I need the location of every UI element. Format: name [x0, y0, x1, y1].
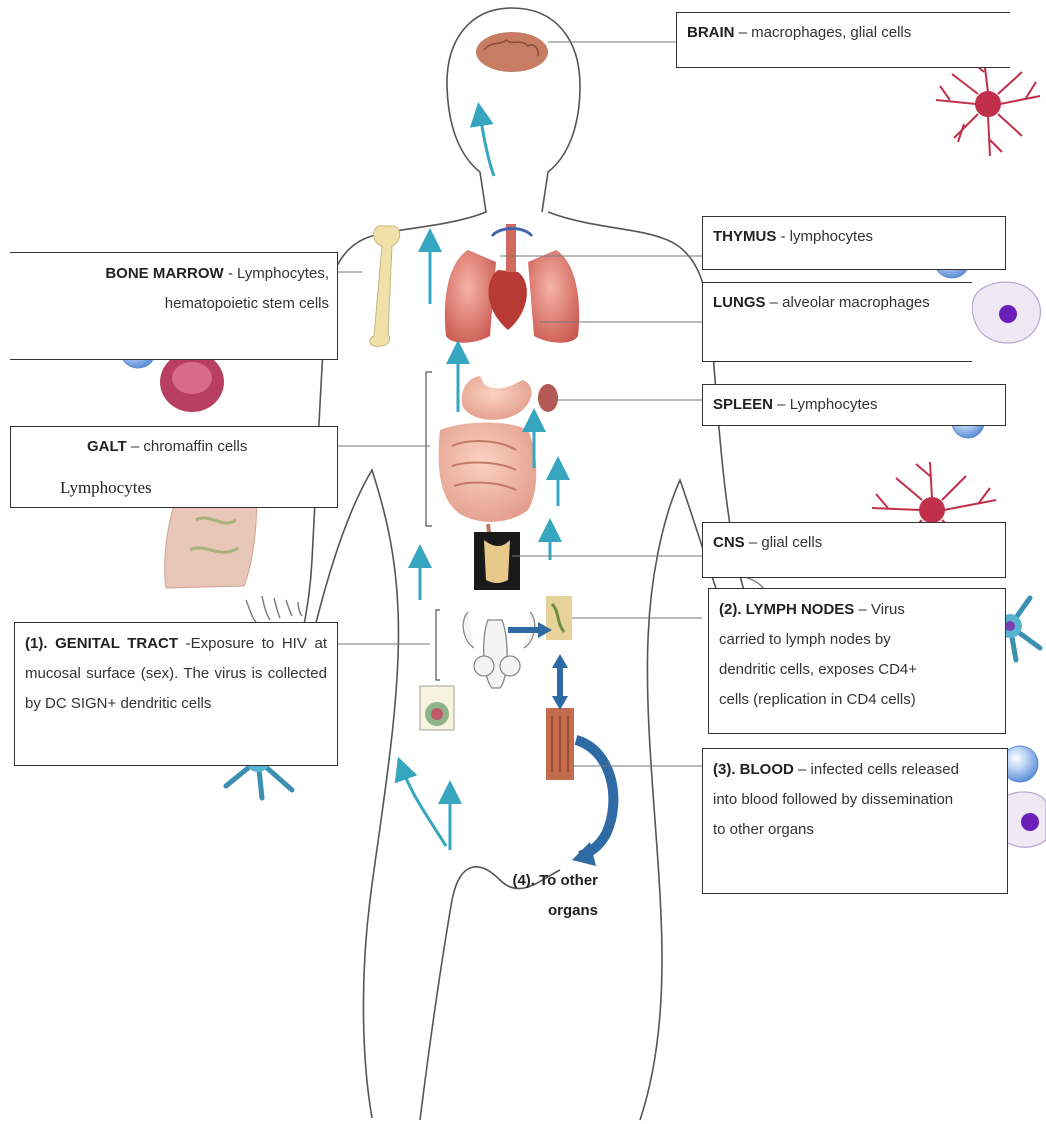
glial-cell-icon — [936, 60, 1040, 156]
intestines-organ — [439, 423, 537, 522]
thymus-text: - lymphocytes — [776, 228, 873, 245]
cns-text: – glial cells — [745, 534, 823, 551]
cns-title: CNS — [713, 534, 745, 551]
brain-label: BRAIN – macrophages, glial cells — [676, 12, 1010, 68]
lungs-title: LUNGS — [713, 294, 766, 311]
lungs-label: LUNGS – alveolar macrophages — [702, 282, 972, 362]
brain-title: BRAIN — [687, 24, 735, 41]
other-organs-label: (4). To other organs — [482, 866, 598, 926]
spleen-organ — [538, 384, 558, 412]
stem-cell-icon — [160, 352, 224, 412]
lymph-nodes-title: (2). LYMPH NODES — [719, 601, 854, 618]
thymus-label: THYMUS - lymphocytes — [702, 216, 1006, 270]
galt-lymphocytes-text: Lymphocytes — [60, 478, 152, 498]
blood-title: (3). BLOOD — [713, 761, 794, 778]
stomach-organ — [462, 376, 532, 420]
genital-tract-label: (1). GENITAL TRACT -Exposure to HIV at m… — [14, 622, 338, 766]
spleen-label: SPLEEN – Lymphocytes — [702, 384, 1006, 426]
blood-label: (3). BLOOD – infected cells released int… — [702, 748, 1008, 894]
spleen-title: SPLEEN — [713, 396, 773, 413]
bone-marrow-label: BONE MARROW - Lymphocytes, hematopoietic… — [10, 252, 338, 360]
lungs-text: – alveolar macrophages — [766, 294, 930, 311]
brain-organ — [476, 32, 548, 72]
lungs-organ — [445, 250, 496, 343]
left-hand — [246, 596, 302, 622]
genital-tract-title: (1). GENITAL TRACT — [25, 635, 178, 652]
lymph-nodes-label: (2). LYMPH NODES – Virus carried to lymp… — [708, 588, 1006, 734]
spleen-text: – Lymphocytes — [773, 396, 878, 413]
brain-text: – macrophages, glial cells — [735, 24, 912, 41]
galt-text: – chromaffin cells — [127, 438, 248, 455]
bone-marrow-title: BONE MARROW — [105, 265, 223, 282]
bone-image — [370, 226, 400, 346]
thymus-title: THYMUS — [713, 228, 776, 245]
macrophage-icon — [972, 282, 1040, 343]
genital-tract-organ — [463, 612, 535, 688]
cns-label: CNS – glial cells — [702, 522, 1006, 578]
heart-organ — [489, 270, 527, 330]
galt-title: GALT — [87, 438, 127, 455]
